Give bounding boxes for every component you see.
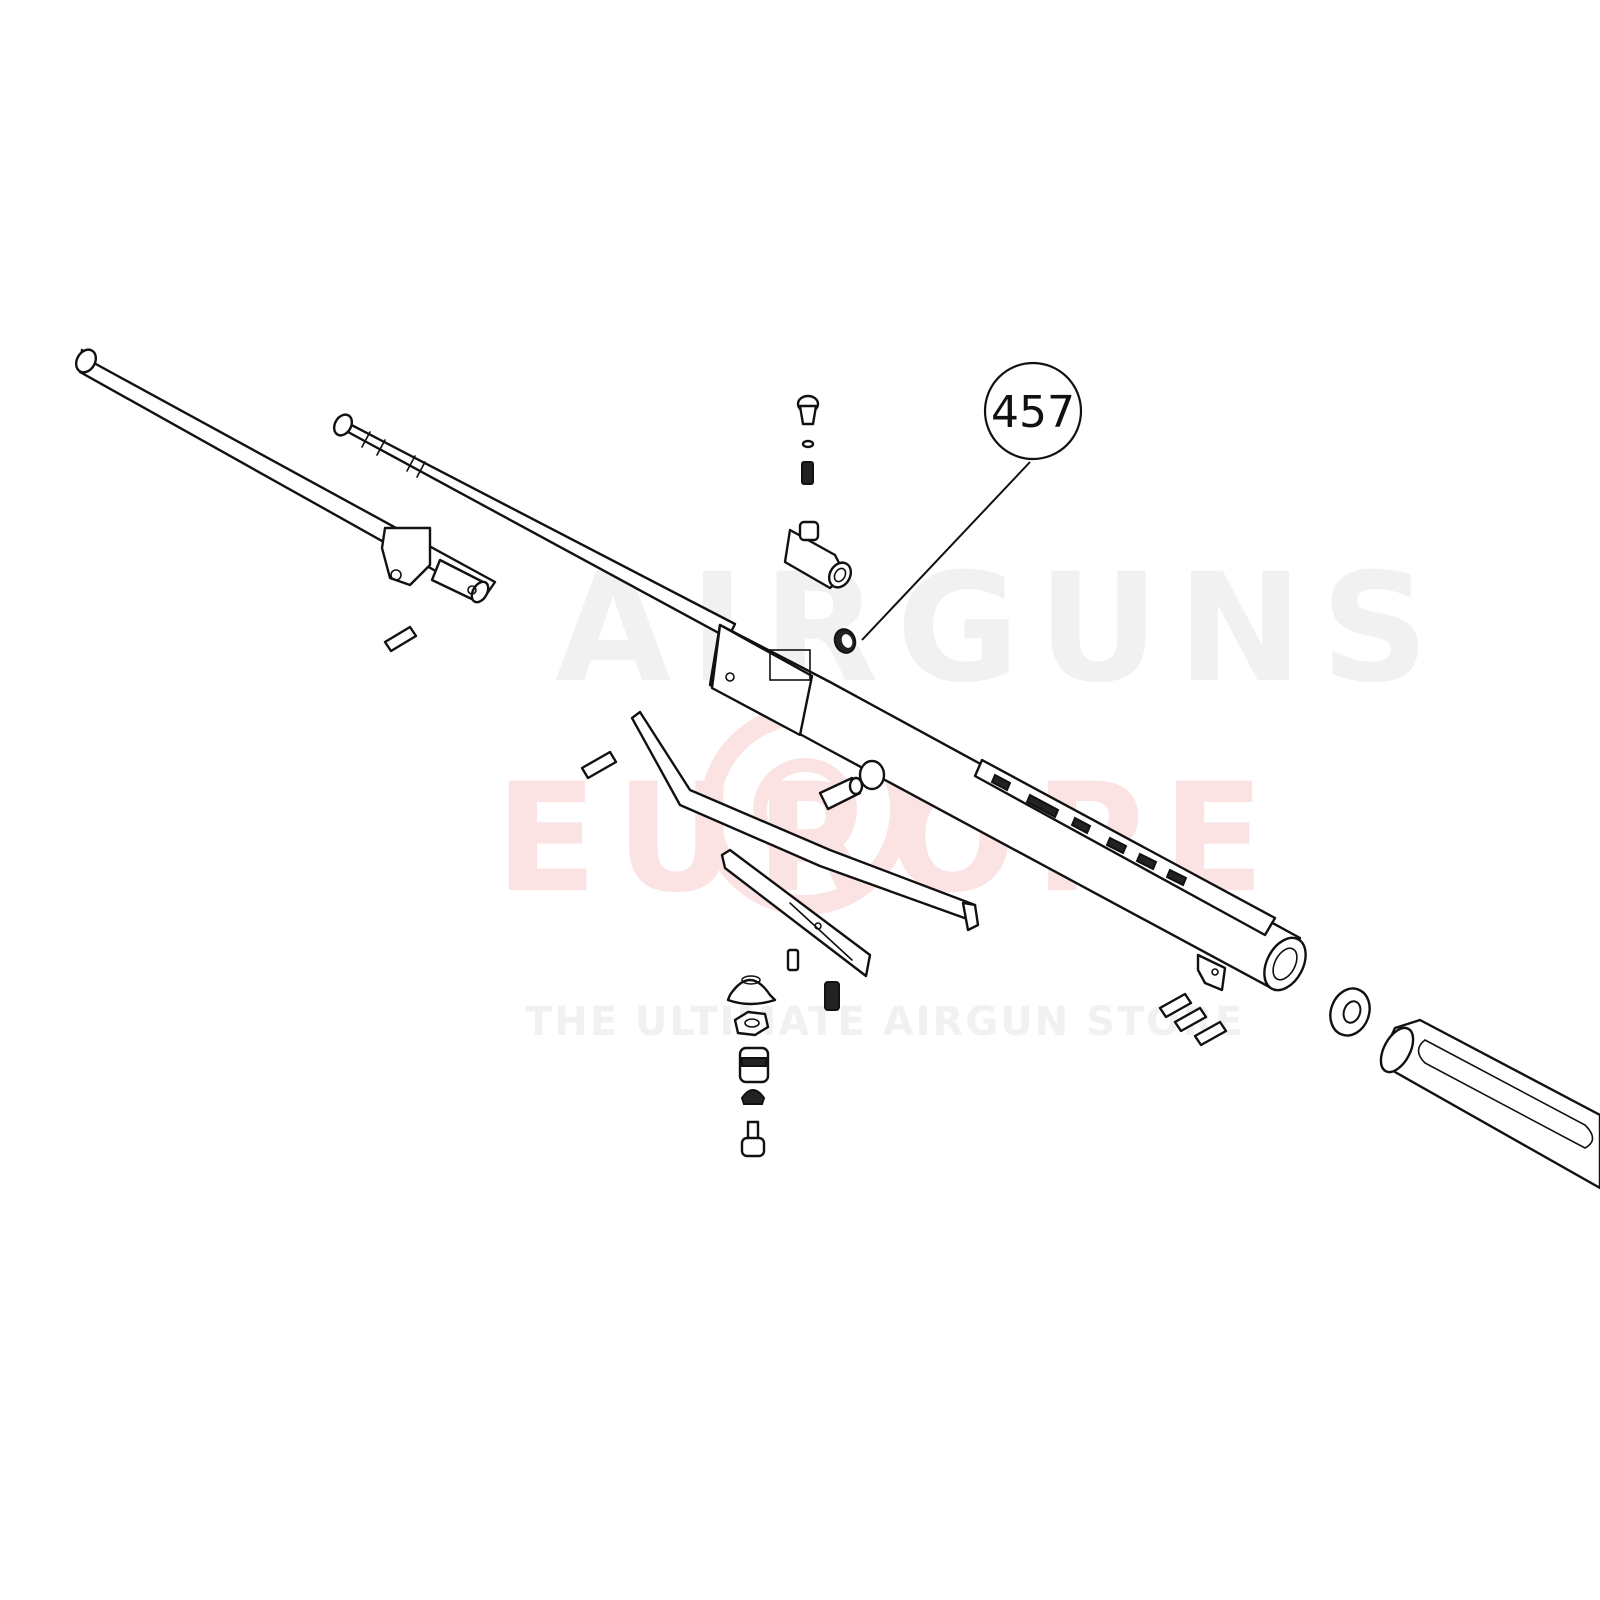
part-callout: 457 bbox=[861, 361, 1083, 641]
small-washer bbox=[801, 439, 815, 449]
mount-cap bbox=[726, 975, 777, 1006]
pin bbox=[580, 750, 618, 780]
pin bbox=[786, 948, 800, 972]
screw-head bbox=[796, 394, 820, 426]
barrel bbox=[74, 348, 497, 604]
o-ring-457 bbox=[833, 628, 857, 654]
watermark: AIRGUNS EUROPE THE ULTIMATE AIRGUN STORE bbox=[495, 542, 1447, 1045]
shroud bbox=[1379, 1018, 1600, 1190]
spring bbox=[801, 461, 814, 485]
main-tube bbox=[708, 623, 1307, 992]
pin bbox=[383, 625, 418, 653]
callout-circle bbox=[983, 361, 1083, 461]
cone-nut bbox=[740, 1089, 766, 1105]
spring bbox=[824, 981, 840, 1011]
pin bbox=[1158, 992, 1228, 1047]
trigger-guard bbox=[720, 848, 872, 978]
callout-leader bbox=[861, 461, 1031, 641]
trigger-blade bbox=[630, 710, 980, 932]
end-ring bbox=[1329, 987, 1371, 1037]
hex-nut bbox=[733, 1010, 770, 1037]
valve-body bbox=[783, 520, 853, 590]
callout-part-number: 457 bbox=[991, 387, 1075, 438]
bolt bbox=[740, 1120, 766, 1158]
bushing bbox=[818, 776, 864, 811]
watermark-line1: AIRGUNS bbox=[555, 542, 1447, 716]
threaded-insert bbox=[738, 1046, 770, 1084]
watermark-tagline: THE ULTIMATE AIRGUN STORE bbox=[525, 999, 1244, 1045]
